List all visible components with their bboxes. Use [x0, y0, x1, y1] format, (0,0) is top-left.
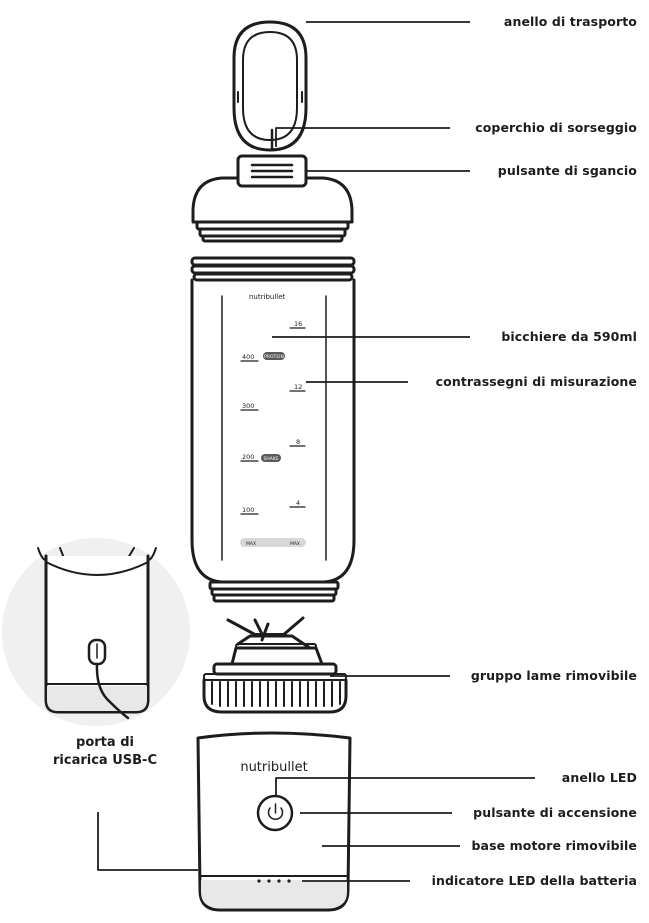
- badge-shake: SHAKE: [263, 456, 278, 462]
- label-sip-lid: coperchio di sorseggio: [475, 120, 637, 135]
- label-motor-base: base motore rimovibile: [471, 838, 637, 853]
- oz-mark-12: 12: [294, 383, 302, 391]
- usb-c-inset: [2, 538, 190, 726]
- label-release-button: pulsante di sgancio: [497, 163, 637, 178]
- label-power-button: pulsante di accensione: [473, 805, 637, 820]
- release-button: [236, 154, 308, 188]
- badge-protein: PROTEIN: [264, 354, 284, 360]
- badge-max-right: MAX: [290, 541, 300, 547]
- oz-mark-16: 16: [294, 320, 302, 328]
- label-measurement-marks: contrassegni di misurazione: [435, 374, 637, 389]
- ml-mark-100: 100: [242, 506, 254, 514]
- ml-mark-300: 300: [242, 402, 254, 410]
- cup-badges: PROTEIN SHAKE MAX MAX: [240, 352, 306, 547]
- ml-mark-400: 400: [242, 353, 254, 361]
- oz-mark-8: 8: [296, 438, 300, 446]
- base-logo: nutribullet: [240, 760, 307, 775]
- inset-caption-line2: ricarica USB-C: [53, 753, 157, 768]
- motor-base: [196, 731, 352, 912]
- label-cup: bicchiere da 590ml: [501, 329, 637, 344]
- carry-ring: [232, 20, 308, 152]
- inset-caption: porta di ricarica USB-C: [30, 734, 180, 770]
- inset-caption-line1: porta di: [76, 735, 134, 750]
- badge-max-left: MAX: [246, 541, 256, 547]
- label-battery-indicator: indicatore LED della batteria: [431, 873, 637, 888]
- measurement-ticks: [240, 327, 306, 515]
- blade-assembly: [202, 616, 348, 714]
- power-button: [256, 794, 294, 832]
- cup-body: [190, 256, 356, 603]
- label-led-ring: anello LED: [561, 770, 637, 785]
- lid-body: [191, 176, 354, 243]
- label-blade-assembly: gruppo lame rimovibile: [470, 668, 637, 683]
- oz-mark-4: 4: [296, 499, 300, 507]
- ml-mark-200: 200: [242, 453, 254, 461]
- label-carry-ring: anello di trasporto: [503, 14, 637, 29]
- leader-lines: [97, 21, 535, 882]
- cup-logo: nutribullet: [249, 293, 286, 301]
- battery-led-dots: [257, 879, 291, 883]
